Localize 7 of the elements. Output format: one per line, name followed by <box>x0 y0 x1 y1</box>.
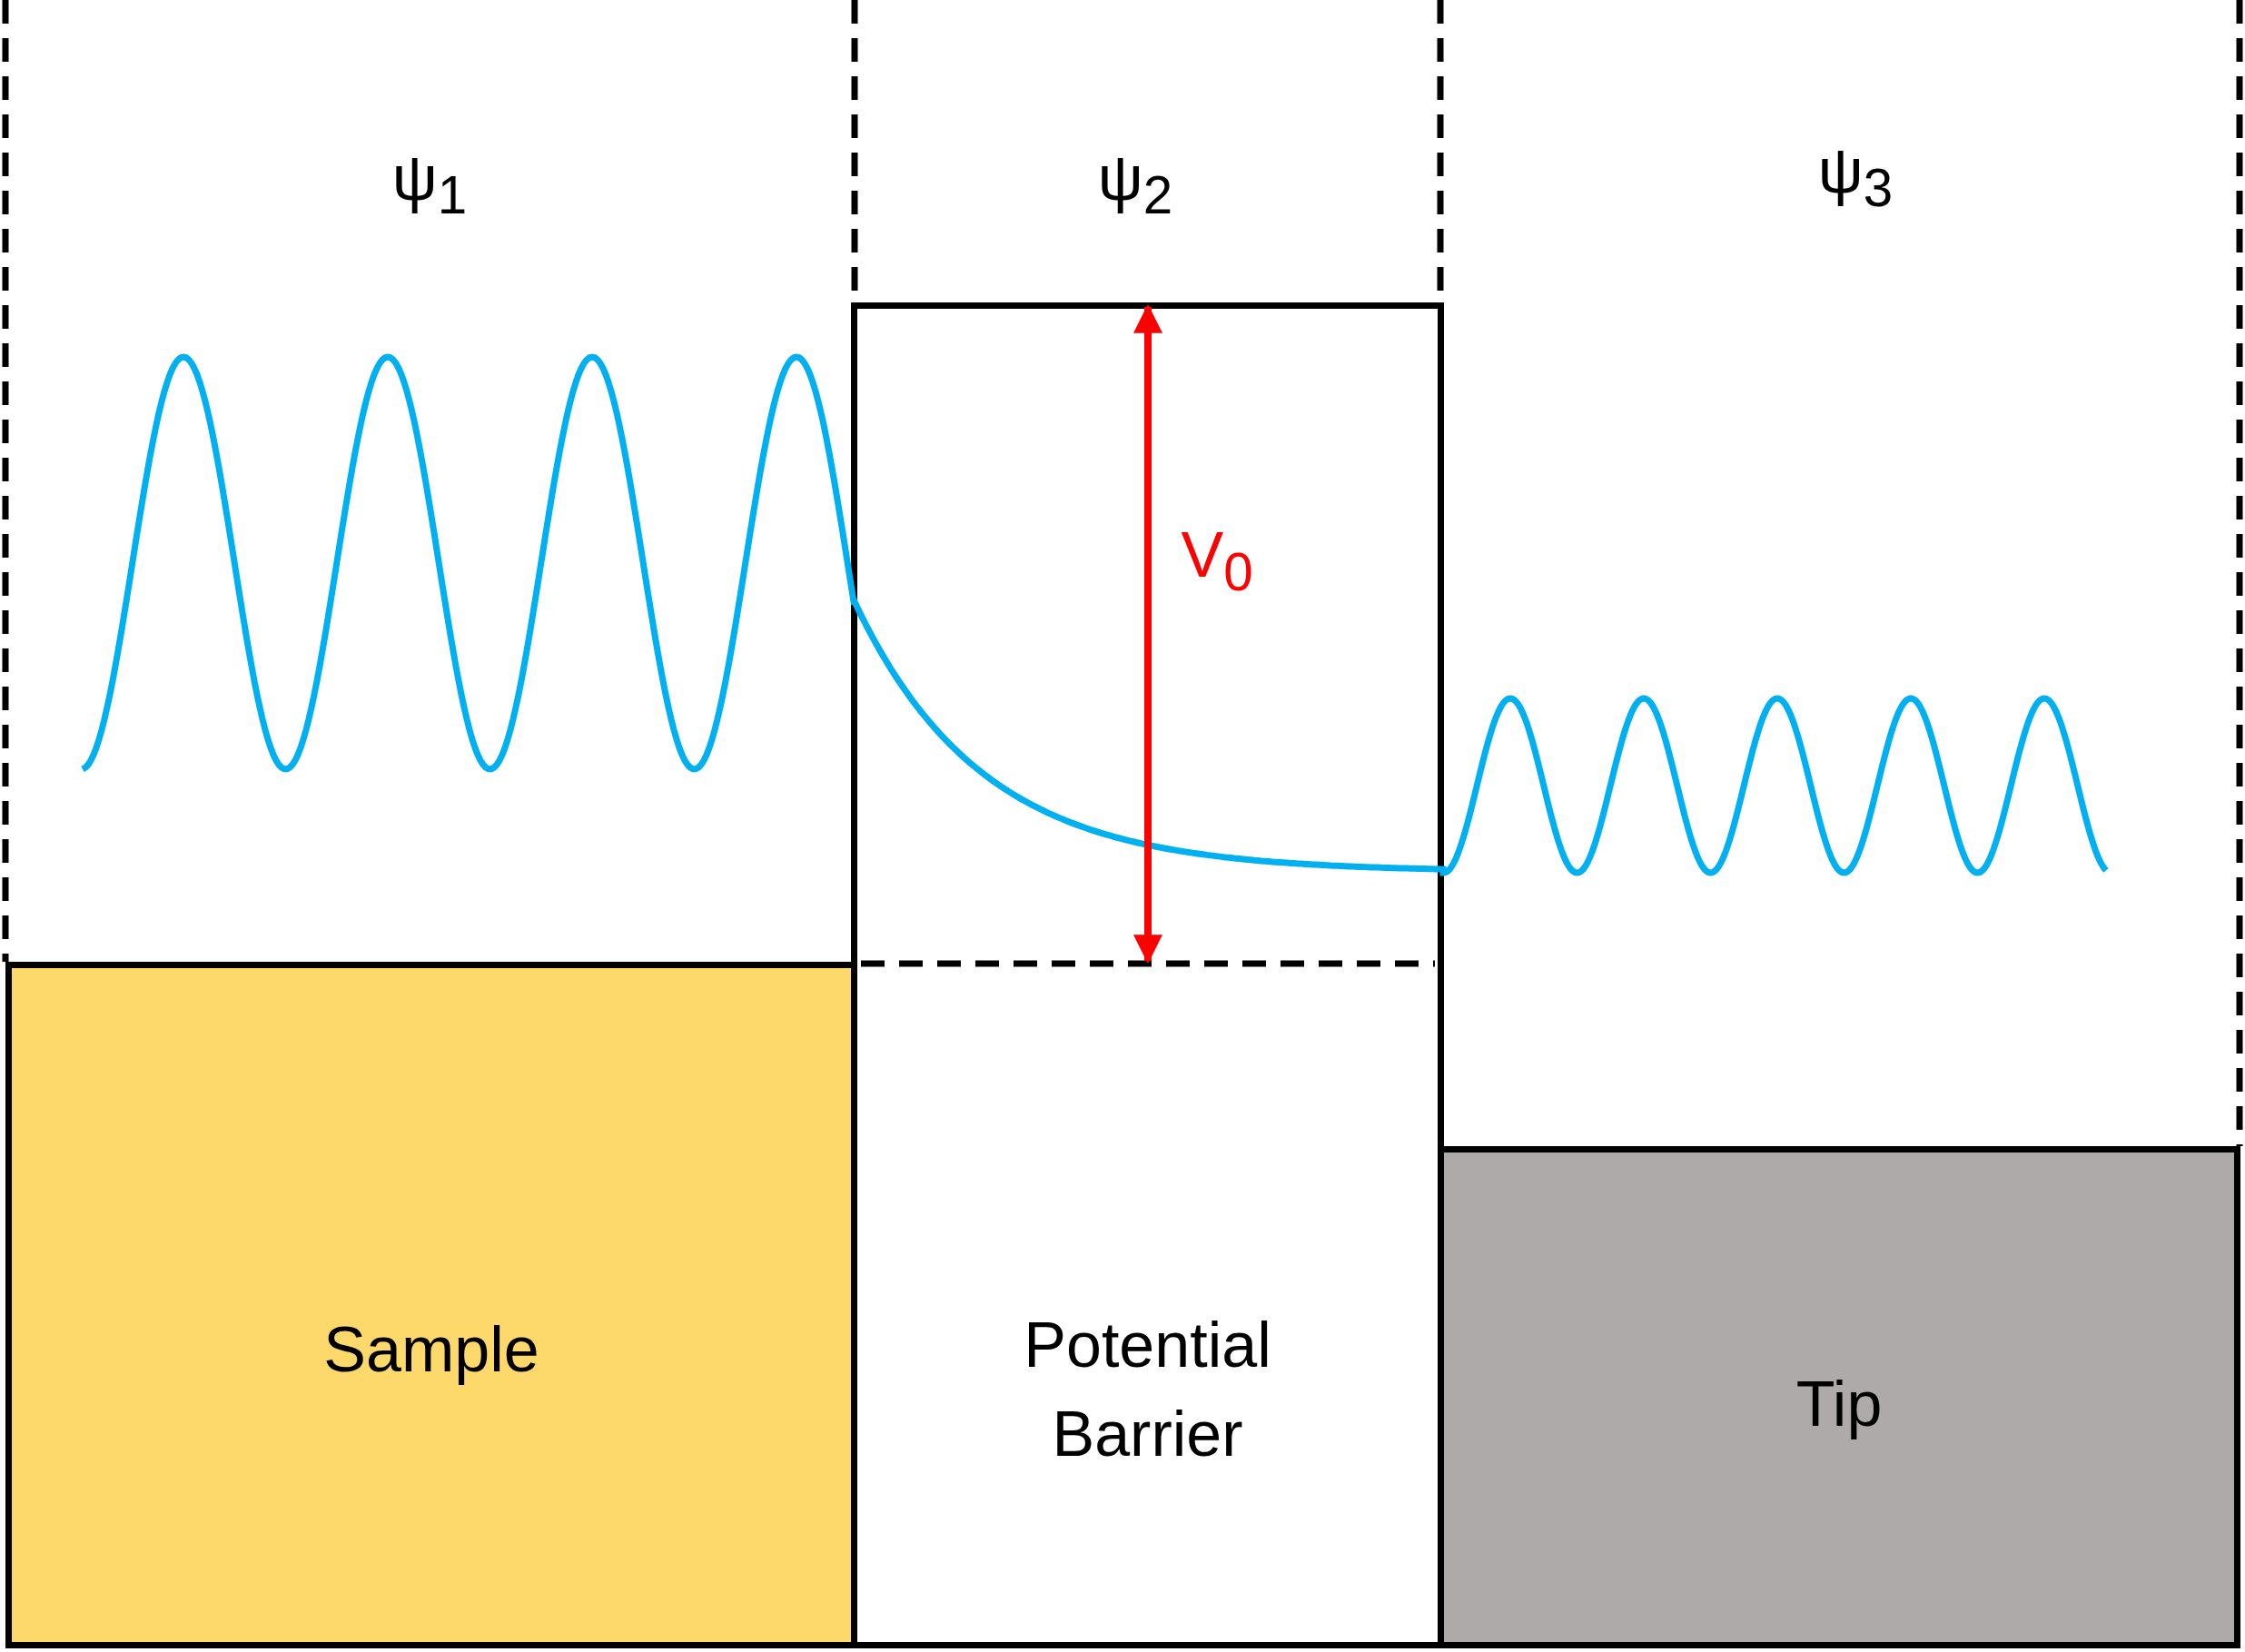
symbol-label: V$_{0}$ <box>1181 518 1253 603</box>
symbol-label: ψ$_{1}$ <box>391 141 468 226</box>
symbol-label: ψ$_{2}$ <box>1097 141 1173 226</box>
symbol-label: ψ$_{3}$ <box>1817 134 1894 219</box>
region-label: Potential Barrier <box>1023 1309 1272 1471</box>
region-label: Sample <box>323 1313 539 1387</box>
region-label: Tip <box>1795 1368 1883 1441</box>
